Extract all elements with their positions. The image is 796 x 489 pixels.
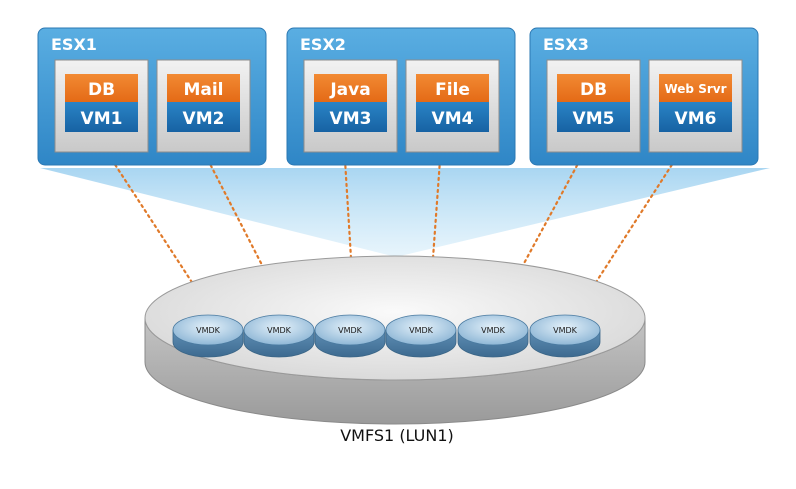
- vmdk-disk: VMDK: [457, 314, 529, 358]
- vm-block: [659, 102, 732, 132]
- app-label: Java: [329, 80, 370, 100]
- vm-card: DB VM5: [546, 59, 641, 153]
- app-label: DB: [580, 80, 607, 100]
- storage-link: [110, 158, 199, 292]
- app-label: Web Srvr: [664, 82, 726, 96]
- app-label: DB: [88, 80, 115, 100]
- app-block: [314, 74, 387, 102]
- app-block: [659, 74, 732, 102]
- vmdk-disk: VMDK: [314, 314, 386, 358]
- storage-link: [343, 158, 353, 260]
- datastore-label: VMFS1 (LUN1): [340, 426, 454, 445]
- vm-label: VM5: [573, 109, 615, 129]
- vm-label: VM1: [81, 109, 123, 129]
- vmdk-disk-top: [314, 314, 386, 346]
- vm-block: [416, 102, 489, 132]
- vmdk-label: VMDK: [267, 326, 292, 335]
- storage-link: [520, 158, 582, 269]
- app-block: [416, 74, 489, 102]
- vmdk-label: VMDK: [481, 326, 506, 335]
- vm-block: [557, 102, 630, 132]
- vmdk-disks: VMDK VMDK VMDK VMDK VMDK VMDK: [172, 314, 601, 358]
- vmdk-label: VMDK: [553, 326, 578, 335]
- esx-host-label: ESX1: [51, 35, 97, 54]
- vmdk-disk-top: [529, 314, 601, 346]
- vmdk-disk-top: [385, 314, 457, 346]
- vm-block: [314, 102, 387, 132]
- vmdk-disk-top: [172, 314, 244, 346]
- app-block: [557, 74, 630, 102]
- vmdk-disk: VMDK: [385, 314, 457, 358]
- vmdk-disk: VMDK: [172, 314, 244, 358]
- vmdk-disk-top: [457, 314, 529, 346]
- vm-label: VM3: [330, 109, 372, 129]
- app-label: File: [435, 80, 470, 100]
- vm-label: VM4: [432, 109, 474, 129]
- storage-link: [206, 158, 264, 267]
- vm-block: [65, 102, 138, 132]
- storage-links: [110, 158, 677, 292]
- app-label: Mail: [183, 80, 223, 100]
- storage-link: [589, 158, 677, 292]
- vmdk-label: VMDK: [409, 326, 434, 335]
- app-block: [65, 74, 138, 102]
- host-to-datastore-beam: [40, 168, 770, 257]
- vmdk-label: VMDK: [196, 326, 221, 335]
- esx-host-label: ESX3: [543, 35, 589, 54]
- vmdk-label: VMDK: [338, 326, 363, 335]
- vmdk-disk-top: [243, 314, 315, 346]
- vmdk-disk: VMDK: [243, 314, 315, 358]
- app-block: [167, 74, 240, 102]
- vm-label: VM6: [675, 109, 717, 129]
- esx-host-label: ESX2: [300, 35, 346, 54]
- esx-hosts: ESX1DBVM1MailVM2ESX2JavaVM3FileVM4ESX3DB…: [37, 27, 759, 166]
- vmdk-disk: VMDK: [529, 314, 601, 358]
- storage-link: [431, 158, 442, 260]
- vm-block: [167, 102, 240, 132]
- vm-label: VM2: [183, 109, 225, 129]
- vm-card: DB VM1: [54, 59, 149, 153]
